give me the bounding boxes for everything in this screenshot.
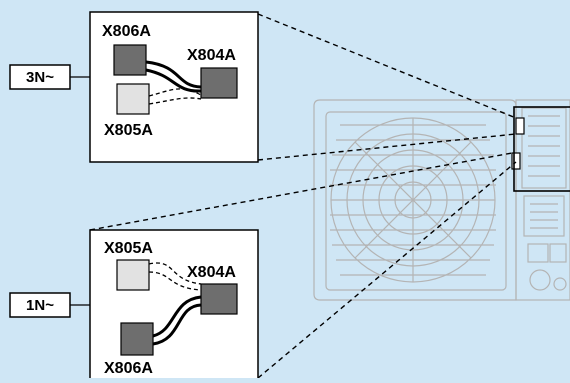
label-x805a: X805A <box>104 122 153 139</box>
wire-dashed <box>148 97 202 105</box>
supply-3n-label: 3N~ <box>26 69 54 86</box>
callout-lines <box>89 13 517 379</box>
fan-grille <box>330 117 496 283</box>
supply-3n-box <box>9 64 71 90</box>
connector-x806a <box>113 44 147 76</box>
label-x805a: X805A <box>104 240 153 257</box>
wire-dashed <box>148 271 202 291</box>
pcb-connector-lower <box>511 152 521 170</box>
outdoor-unit-illustration <box>313 99 570 301</box>
label-x804a: X804A <box>187 47 236 64</box>
connector-x805a <box>116 83 150 115</box>
pcb-highlight-box <box>513 106 570 192</box>
wire-dashed <box>148 262 202 285</box>
wire-black <box>152 295 202 338</box>
inset-1n: X805A X804A X806A <box>89 229 259 383</box>
supply-1n-box <box>9 292 71 318</box>
pcb-connector-upper <box>515 117 525 135</box>
service-compartment <box>515 99 570 301</box>
label-x806a: X806A <box>102 23 151 40</box>
label-x806a: X806A <box>104 360 153 377</box>
connector-x804a <box>200 67 238 99</box>
connector-x805a <box>116 259 150 291</box>
wire-black <box>145 60 202 89</box>
supply-1n-label: 1N~ <box>26 297 54 314</box>
connector-x806a <box>120 322 154 356</box>
label-x804a: X804A <box>187 264 236 281</box>
connector-x804a <box>200 283 238 315</box>
wire-black <box>152 303 202 346</box>
inset-3n: X806A X804A X805A <box>89 11 259 163</box>
wire-black <box>145 68 202 93</box>
